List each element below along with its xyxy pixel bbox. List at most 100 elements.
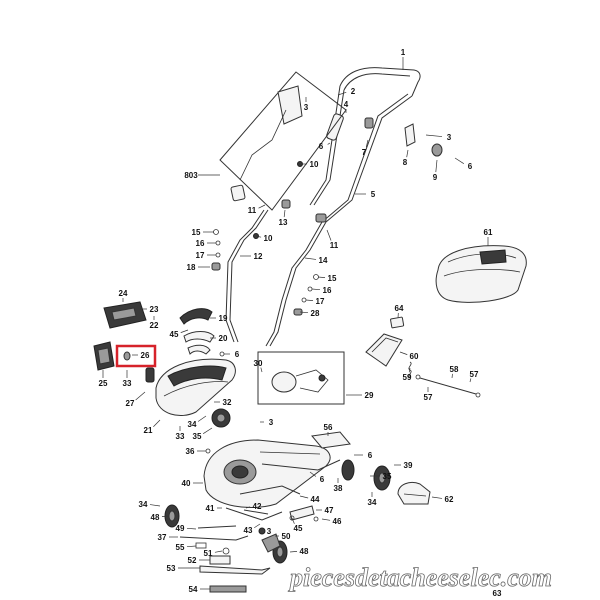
leader-line-15 [317,276,326,278]
callout-4: 4 [344,100,349,109]
callout-11: 11 [248,206,257,215]
leader-line-8 [406,149,409,158]
callout-54: 54 [189,585,198,594]
part-26-clip [123,351,131,361]
callout-63: 63 [493,589,502,598]
callout-34: 34 [368,498,377,507]
leader-line-34 [149,504,161,507]
callout-18: 18 [187,263,196,272]
callout-10: 10 [264,234,273,243]
callout-52: 52 [188,556,197,565]
callout-43: 43 [244,526,253,535]
lower-handle-right [265,221,323,347]
handle-knob-9 [431,143,443,157]
callout-46: 46 [333,517,342,526]
callout-35: 35 [193,432,202,441]
part-64 [390,316,405,329]
callout-11: 11 [330,241,339,250]
chassis-assembly [203,431,351,509]
callout-38: 38 [334,484,343,493]
leader-line-28 [299,311,309,314]
callout-6: 6 [319,142,324,151]
leader-line-6 [327,142,331,145]
callout-57: 57 [470,370,479,379]
blade-53 [199,565,271,575]
callout-53: 53 [167,564,176,573]
rod-58 [419,377,477,395]
callout-61: 61 [484,228,493,237]
leader-line-55 [186,545,197,548]
callout-40: 40 [182,479,191,488]
part-33-key [145,367,155,383]
leader-line-11 [258,204,266,209]
handle-clamp-knob [364,117,374,129]
callout-15: 15 [192,228,201,237]
leader-line-10 [255,235,262,238]
handle-clip-8 [404,123,416,147]
callout-49: 49 [176,524,185,533]
motor-box-29 [257,351,345,405]
callout-58: 58 [450,365,459,374]
callout-32: 32 [223,398,232,407]
battery-cover-parts [179,308,225,357]
callout-leaders [102,57,489,590]
leader-line-43 [254,523,261,529]
callout-6: 6 [235,350,240,359]
leader-line-48 [161,515,169,517]
leader-line-16 [311,288,321,291]
callout-41: 41 [206,504,215,513]
callout-21: 21 [144,426,153,435]
leader-line-48 [289,551,298,553]
leader-line-59 [408,367,411,373]
callout-8: 8 [403,158,408,167]
mower-deck-21 [155,358,236,428]
callout-3: 3 [447,133,452,142]
callout-24: 24 [119,289,128,298]
callout-25: 25 [99,379,108,388]
leader-line-3 [425,134,443,137]
watermark: piecesdetacheeselec.com [288,563,553,593]
leader-line-44 [299,495,309,499]
leader-line-27 [135,391,146,401]
callout-23: 23 [150,305,159,314]
grass-collector-61 [435,245,527,303]
linkage-parts [179,505,319,553]
lower-handle-left [225,209,265,343]
callout-60: 60 [410,352,419,361]
callout-48: 48 [300,547,309,556]
spring-59 [408,361,412,379]
leader-line-45 [291,517,295,524]
callout-17: 17 [196,251,205,260]
callout-15: 15 [328,274,337,283]
leader-line-30 [260,367,263,373]
leader-line-35 [202,427,213,434]
callout-48: 48 [151,513,160,522]
callout-64: 64 [395,304,404,313]
callout-37: 37 [158,533,167,542]
blade-stack [195,542,271,593]
battery-24 [103,301,147,329]
callout-3: 3 [304,103,309,112]
callout-47: 47 [325,506,334,515]
switch-box [277,85,303,125]
callout-1: 1 [401,48,406,57]
callout-45: 45 [294,524,303,533]
callout-16: 16 [323,286,332,295]
callout-34: 34 [188,420,197,429]
callout-13: 13 [279,218,288,227]
callout-19: 19 [219,314,228,323]
leader-line-51 [214,550,223,553]
callout-26: 26 [141,351,150,360]
callout-62: 62 [445,495,454,504]
leader-line-14 [304,257,317,260]
callout-14: 14 [319,256,328,265]
charger-25 [93,341,115,371]
callout-59: 59 [403,373,412,382]
callout-17: 17 [316,297,325,306]
callout-5: 5 [371,190,376,199]
callout-34: 34 [139,500,148,509]
leader-line-34 [197,415,207,422]
callout-55: 55 [176,543,185,552]
